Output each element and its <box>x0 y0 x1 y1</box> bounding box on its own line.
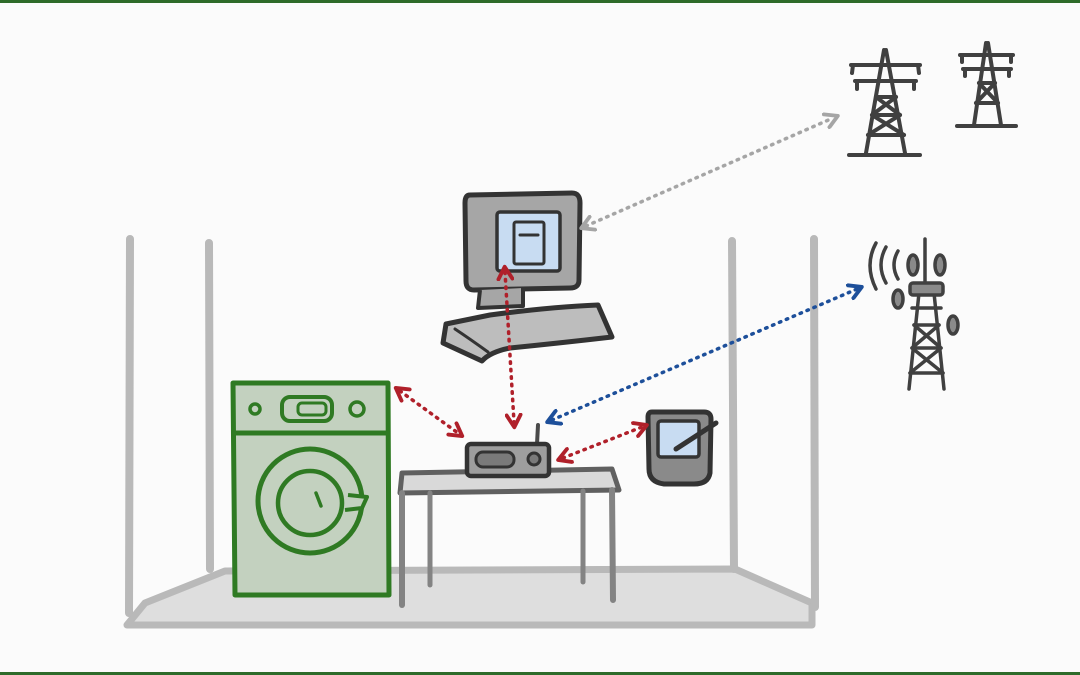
link-router-cell-tower <box>552 289 857 420</box>
link-computer-router <box>505 272 514 422</box>
smart-home-network-diagram <box>123 41 1018 629</box>
power-pylon-icon <box>847 48 922 157</box>
washing-machine-icon <box>230 380 392 598</box>
pda-icon <box>645 409 719 487</box>
power-pylon-icon <box>955 41 1018 128</box>
cell-tower-icon <box>868 237 960 391</box>
link-washer-router <box>400 391 458 433</box>
computer-icon <box>440 190 615 364</box>
router-icon <box>464 423 552 479</box>
link-computer-power-grid <box>586 118 833 226</box>
link-pda-router <box>563 427 642 458</box>
